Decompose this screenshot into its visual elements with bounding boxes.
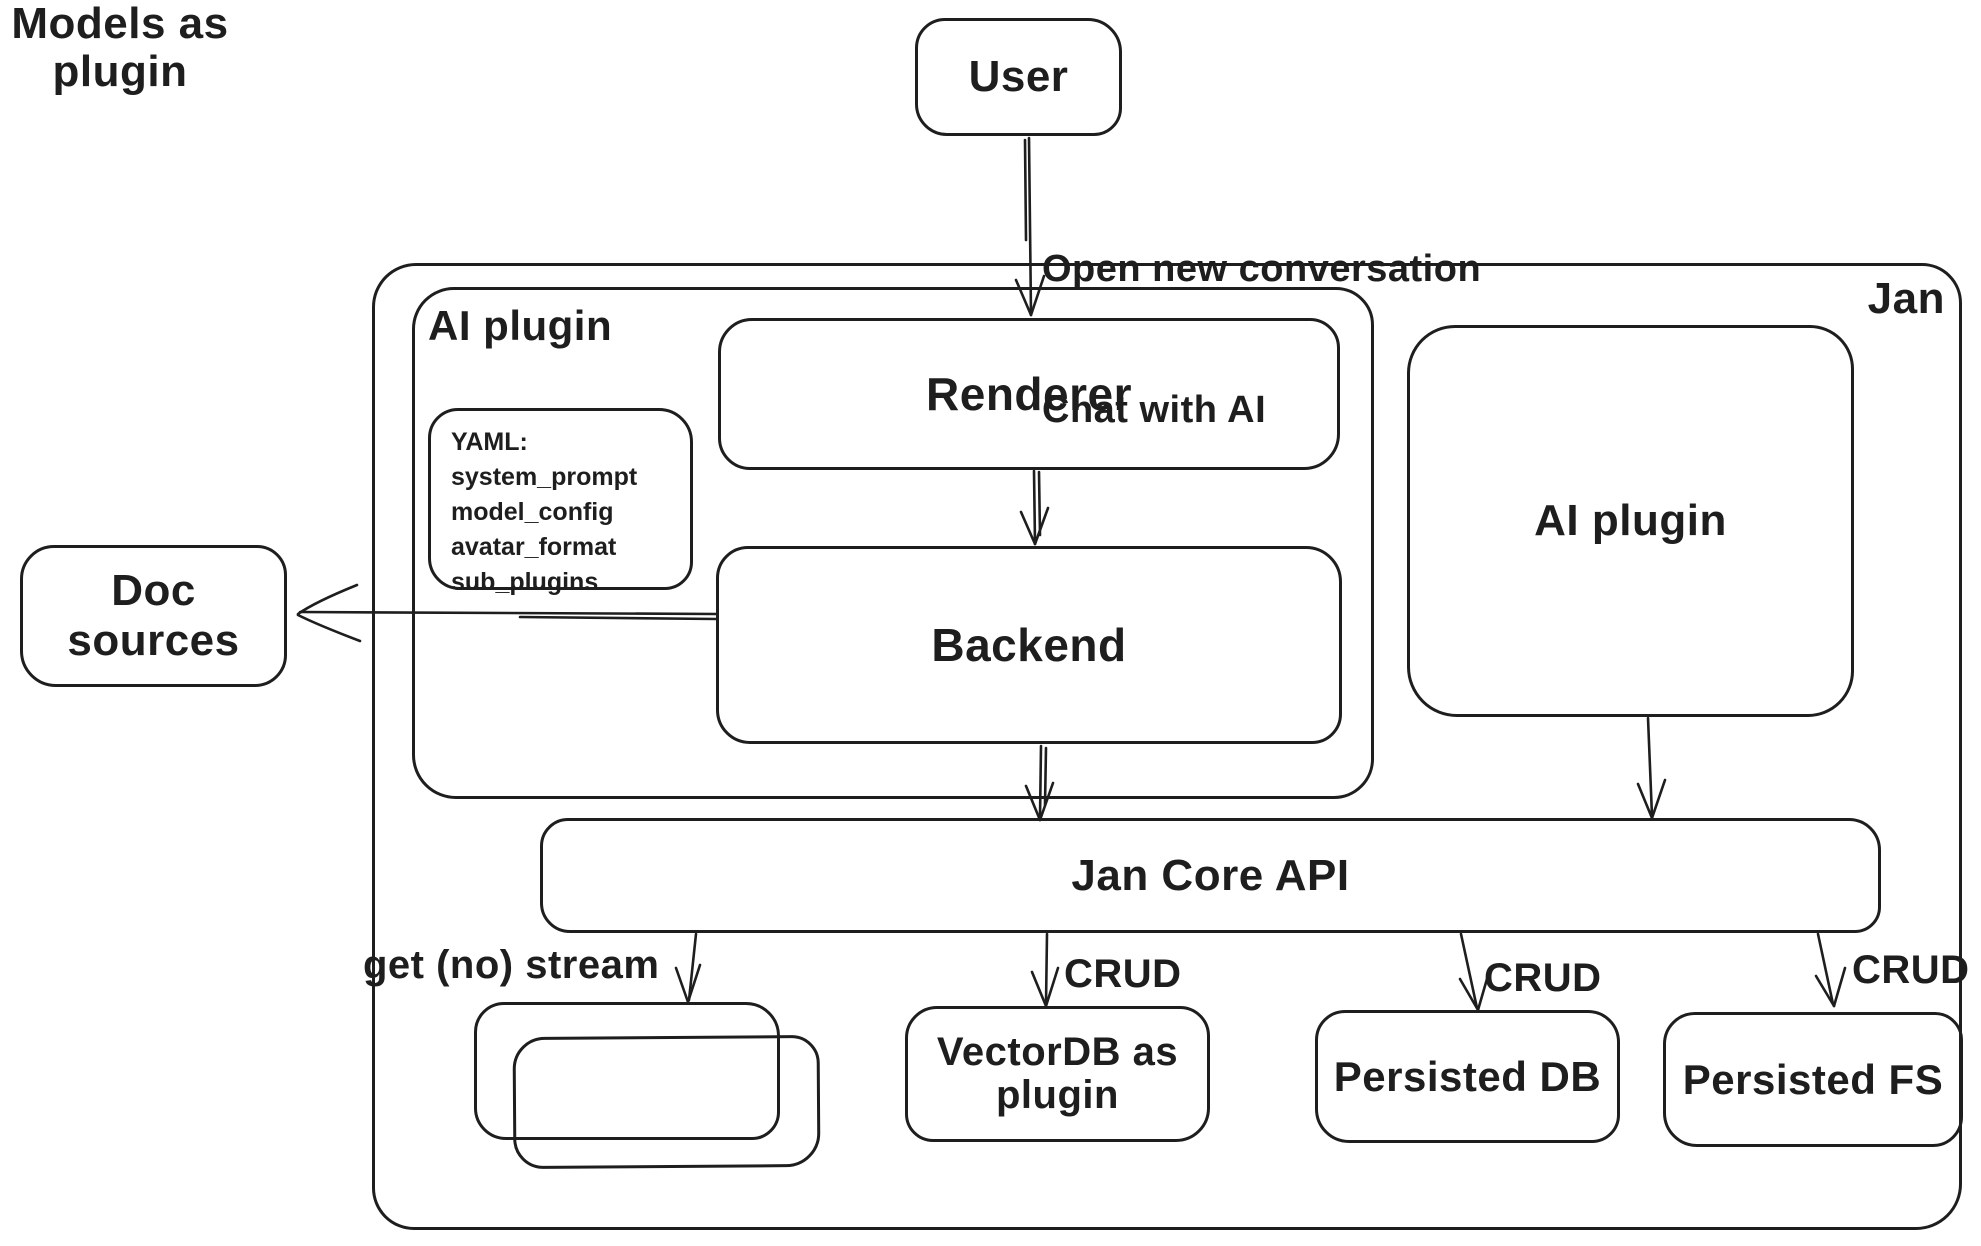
vectordb-plugin-node: VectorDB as plugin [905, 1006, 1210, 1142]
edge-label-crud-vectordb: CRUD [1064, 952, 1182, 996]
ai-plugin-right-node: AI plugin [1407, 325, 1854, 717]
jan-container-box [372, 263, 1962, 1230]
yaml-note: YAML: system_prompt model_config avatar_… [428, 408, 693, 596]
yaml-note-item: avatar_format [451, 533, 617, 561]
jan-core-api-node-label: Jan Core API [1071, 850, 1350, 900]
doc-sources-node-label: Doc sources [67, 566, 240, 665]
jan-container-label: Jan [1867, 274, 1945, 323]
vectordb-plugin-node-label: VectorDB as [936, 1029, 1179, 1074]
backend-node-label: Backend [931, 619, 1127, 671]
user-node: User [915, 18, 1122, 136]
persisted-fs-node-label: Persisted FS [1682, 1055, 1944, 1103]
edge-label-crud-db: CRUD [1484, 956, 1602, 1000]
renderer-node: Renderer [718, 318, 1340, 470]
yaml-note-title: YAML: [451, 428, 528, 456]
persisted-db-node: Persisted DB [1315, 1010, 1620, 1143]
user-node-label: User [968, 52, 1069, 101]
models-plugin-node-label: Models as plugin [11, 0, 229, 96]
backend-node: Backend [716, 546, 1342, 744]
ai-plugin-left-container-label: AI plugin [428, 302, 613, 349]
persisted-db-node-label: Persisted DB [1333, 1052, 1602, 1100]
ai-plugin-right-node-label: AI plugin [1534, 496, 1727, 545]
edge-label-open-conversation: Open new conversation Chat with AI [1042, 248, 1482, 431]
jan-core-api-node: Jan Core API [540, 818, 1881, 933]
models-plugin-node-back [474, 1002, 780, 1140]
renderer-node-label: Renderer [926, 368, 1132, 420]
models-plugin-node-front [512, 1034, 821, 1170]
yaml-note-item: system_prompt [451, 463, 638, 491]
yaml-note-item: sub_plugins [451, 568, 599, 596]
doc-sources-node: Doc sources [20, 545, 287, 687]
yaml-note-item: model_config [451, 498, 614, 526]
persisted-fs-node: Persisted FS [1663, 1012, 1963, 1147]
edge-label-get-no-stream: get (no) stream [363, 943, 660, 987]
edge-label-crud-fs: CRUD [1852, 948, 1970, 992]
ai-plugin-left-container-box [412, 287, 1374, 799]
